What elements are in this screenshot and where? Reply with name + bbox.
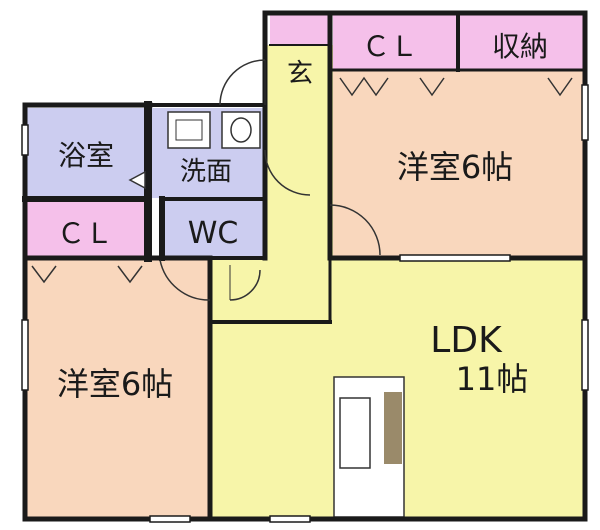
storage-label: 収納	[492, 30, 548, 63]
cl-top-label: ＣＬ	[362, 30, 418, 63]
kitchen-counter	[333, 376, 405, 518]
ldk-label: LDK	[430, 320, 503, 361]
washroom-label: 洗面	[180, 157, 232, 187]
doors	[128, 59, 381, 301]
cl-top-fill	[333, 15, 458, 70]
cl-left-fill	[27, 200, 149, 258]
storage-fill	[458, 15, 583, 70]
toilet-fixture	[221, 111, 261, 149]
wc-label: WC	[188, 216, 239, 251]
windows	[21, 84, 589, 523]
closet-doors	[31, 76, 573, 284]
bedroom-ne-label: 洋室6帖	[397, 148, 513, 186]
cl-left-label: ＣＬ	[57, 217, 113, 250]
corridor-fill	[210, 258, 330, 326]
genkan-top-fill	[270, 15, 328, 45]
bedroom-sw-label: 洋室6帖	[57, 365, 173, 403]
washbasin	[167, 111, 211, 149]
genkan-label: 玄	[287, 59, 313, 89]
wc-fill	[162, 200, 265, 258]
bath-fill	[27, 108, 147, 198]
genkan-fill	[270, 45, 328, 97]
bedroom-ne-fill	[333, 70, 583, 258]
bath-label: 浴室	[58, 139, 114, 172]
ldk-size-label: 11帖	[456, 360, 529, 398]
bedroom-sw-fill	[27, 258, 210, 517]
